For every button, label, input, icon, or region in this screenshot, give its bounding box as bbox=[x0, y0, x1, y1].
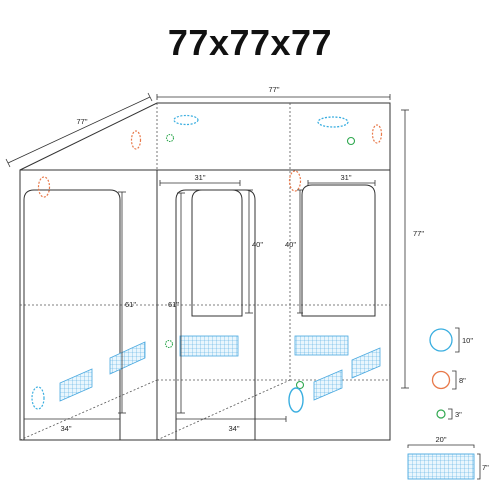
vent-front bbox=[179, 335, 239, 357]
legend-port-medium: 8" bbox=[459, 376, 466, 385]
port-green-left bbox=[164, 339, 174, 349]
port-blue-left-bottom bbox=[31, 386, 45, 410]
port-orange-left bbox=[37, 176, 51, 198]
dim-front-window-h: 40" bbox=[252, 240, 263, 249]
port-blue-top-left bbox=[173, 114, 199, 126]
dim-front-door-h: 61" bbox=[168, 300, 179, 309]
port-green-front bbox=[295, 380, 305, 390]
side-window bbox=[301, 184, 376, 317]
dim-front-window: 31" bbox=[194, 173, 205, 182]
port-orange-top-right bbox=[371, 124, 383, 144]
legend-vent-height: 7" bbox=[482, 463, 489, 472]
dim-height: 77" bbox=[413, 229, 424, 238]
dimension-lines bbox=[5, 92, 409, 422]
port-orange-top bbox=[130, 130, 142, 150]
front-window bbox=[191, 189, 243, 317]
diagram-title: 77x77x77 bbox=[167, 22, 333, 63]
legend-port-large: 10" bbox=[462, 336, 473, 345]
dim-width: 77" bbox=[268, 85, 279, 94]
legend-port-small-icon bbox=[436, 409, 446, 419]
front-door bbox=[175, 189, 256, 440]
left-door bbox=[23, 189, 121, 440]
legend-vent-width: 20" bbox=[435, 435, 446, 444]
dim-left-door-h: 61" bbox=[125, 300, 136, 309]
dim-depth: 77" bbox=[76, 117, 87, 126]
dim-front-door-w: 34" bbox=[228, 424, 239, 433]
port-green-top bbox=[165, 133, 175, 143]
legend-port-large-icon bbox=[429, 328, 453, 352]
legend-port-medium-icon bbox=[431, 370, 451, 390]
dim-side-window-h: 40" bbox=[285, 240, 296, 249]
dim-left-door-w: 34" bbox=[60, 424, 71, 433]
vent-side-1 bbox=[294, 335, 349, 356]
port-green-right bbox=[346, 136, 356, 146]
vent-left-2 bbox=[109, 341, 146, 375]
vent-left-1 bbox=[59, 368, 93, 402]
port-blue-top-right bbox=[317, 116, 349, 128]
port-orange-front bbox=[288, 170, 302, 192]
dimension-labels: 77" 77" 77" 31" 31" 40" 40" 61" 61" 34" … bbox=[60, 85, 424, 433]
legend: 10" 8" 3" 20" 7" bbox=[407, 327, 489, 480]
vent-side-3 bbox=[351, 347, 381, 379]
vent-side-2 bbox=[313, 369, 343, 401]
dim-side-window: 31" bbox=[340, 173, 351, 182]
legend-port-small: 3" bbox=[455, 410, 462, 419]
legend-vent-icon bbox=[407, 453, 475, 480]
port-blue-front-bottom bbox=[288, 387, 304, 413]
